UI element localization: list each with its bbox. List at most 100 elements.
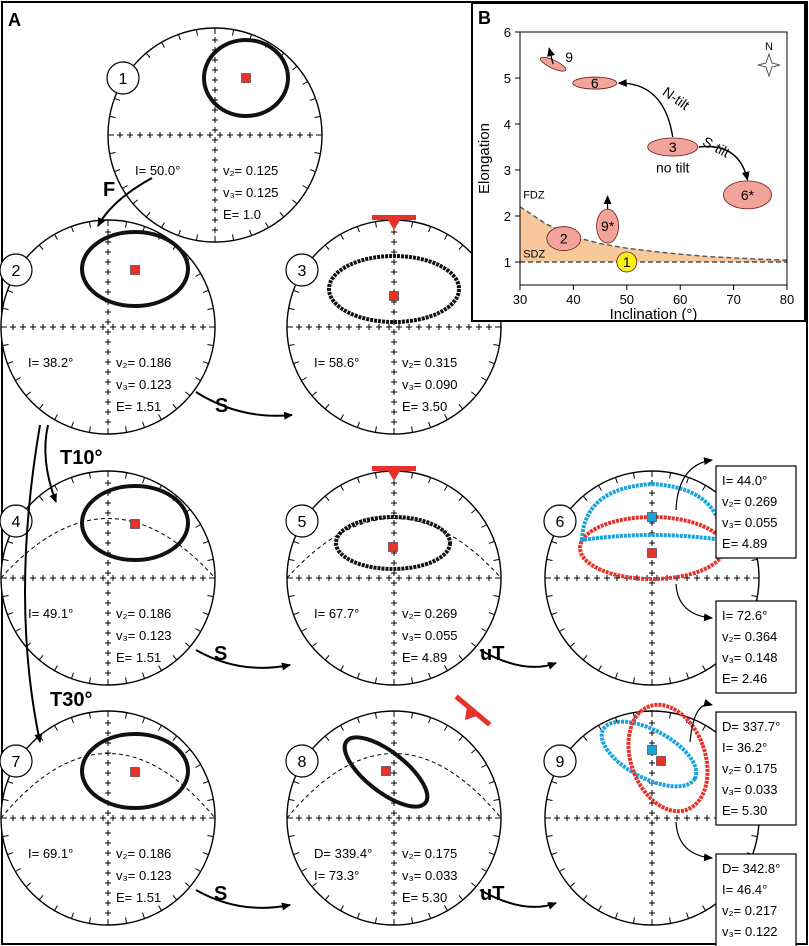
- s-tilt-arrow: [698, 145, 750, 181]
- perimeter-tick: [340, 665, 344, 671]
- red-confidence-ellipse: [626, 702, 710, 814]
- perimeter-tick: [232, 29, 235, 36]
- perimeter-tick: [488, 612, 495, 616]
- net-number: 5: [298, 514, 307, 531]
- perimeter-tick: [471, 391, 477, 397]
- perimeter-tick: [702, 725, 706, 731]
- confidence-ellipse: [80, 484, 190, 562]
- confidence-ellipse: [334, 515, 452, 571]
- callout-line: E= 5.30: [722, 803, 767, 818]
- perimeter-tick: [125, 221, 128, 228]
- confidence-ellipse: [80, 230, 190, 308]
- x-tick-label: 70: [726, 292, 740, 307]
- no-tilt-label: no tilt: [656, 159, 690, 175]
- perimeter-tick: [428, 421, 432, 428]
- perimeter-tick: [265, 222, 269, 228]
- callout-box: [715, 600, 797, 694]
- perimeter-tick: [15, 868, 21, 872]
- fdz-label: FDZ: [523, 190, 545, 202]
- elongation-value: E= 4.89: [402, 650, 447, 665]
- perimeter-tick: [202, 852, 209, 856]
- perimeter-tick: [195, 273, 201, 277]
- net-number: 1: [119, 71, 128, 88]
- perimeter-tick: [293, 612, 300, 616]
- perimeter-tick: [411, 712, 414, 719]
- callout-line: v₃= 0.055: [722, 515, 778, 530]
- callout-line: v₂= 0.175: [722, 761, 777, 776]
- perimeter-tick: [293, 361, 300, 365]
- perimeter-tick: [70, 717, 74, 724]
- callout-box: [715, 465, 797, 559]
- perimeter-tick: [340, 485, 344, 491]
- perimeter-tick: [88, 677, 91, 684]
- perimeter-tick: [54, 905, 58, 911]
- stereonet-6: 6: [543, 470, 760, 686]
- perimeter-tick: [481, 377, 487, 381]
- net-number-badge: [106, 61, 140, 95]
- red-mean-marker: [647, 548, 657, 558]
- net-number: 4: [12, 514, 21, 531]
- perimeter-tick: [546, 558, 553, 561]
- perimeter-tick: [551, 612, 558, 616]
- perimeter-tick: [632, 917, 635, 924]
- data-point-label: 9: [565, 49, 573, 65]
- net-number: 8: [298, 754, 307, 771]
- mean-direction-marker: [381, 766, 391, 776]
- mean-direction-marker: [388, 542, 398, 552]
- perimeter-tick: [311, 882, 317, 888]
- perimeter-tick: [614, 717, 618, 724]
- perimeter-tick: [551, 852, 558, 856]
- net-number: 7: [12, 754, 21, 771]
- perimeter-tick: [669, 677, 672, 684]
- v2-value: v₂= 0.315: [402, 355, 457, 370]
- perimeter-tick: [559, 628, 565, 632]
- perimeter-tick: [161, 42, 165, 48]
- perimeter-tick: [207, 835, 214, 838]
- net-number-badge: [543, 744, 577, 778]
- perimeter-tick: [488, 540, 495, 544]
- net-number-badge: [0, 253, 33, 287]
- perimeter-tick: [551, 540, 558, 544]
- tilt-10-arrow: [44, 424, 57, 503]
- x-tick-label: 80: [780, 292, 794, 307]
- perimeter-tick: [444, 665, 448, 671]
- blue-confidence-ellipse: [599, 719, 699, 789]
- perimeter-tick: [546, 798, 553, 801]
- perimeter-tick: [428, 477, 432, 484]
- confidence-ellipse: [80, 732, 190, 810]
- y-tick-label: 2: [504, 209, 511, 224]
- perimeter-tick: [356, 477, 360, 484]
- v2-value: v₂= 0.186: [116, 846, 171, 861]
- perimeter-tick: [324, 735, 330, 741]
- perimeter-tick: [411, 677, 414, 684]
- perimeter-tick: [314, 115, 321, 118]
- perimeter-tick: [488, 780, 495, 784]
- perimeter-tick: [202, 780, 209, 784]
- callout-leader: [675, 457, 713, 511]
- perimeter-tick: [145, 52, 151, 58]
- panel-a-label: A: [8, 10, 21, 30]
- perimeter-tick: [195, 234, 198, 241]
- perimeter-tick: [2, 798, 9, 801]
- perimeter-tick: [301, 868, 307, 872]
- callout-line: I= 44.0°: [722, 473, 767, 488]
- callout-line: I= 72.6°: [722, 608, 767, 623]
- confidence-ellipse: [202, 38, 290, 118]
- data-point-6: [572, 76, 618, 90]
- sdz-label: SDZ: [523, 248, 545, 260]
- data-point-label: 6*: [741, 187, 755, 203]
- perimeter-tick: [374, 677, 377, 684]
- perimeter-tick: [751, 595, 758, 598]
- perimeter-tick: [582, 655, 588, 661]
- perimeter-tick: [686, 477, 690, 484]
- v2-value: v₂= 0.186: [116, 355, 171, 370]
- tilt-30-arrow: [24, 424, 43, 743]
- perimeter-tick: [309, 169, 316, 173]
- perimeter-tick: [38, 404, 44, 410]
- perimeter-tick: [293, 540, 300, 544]
- perimeter-tick: [54, 665, 58, 671]
